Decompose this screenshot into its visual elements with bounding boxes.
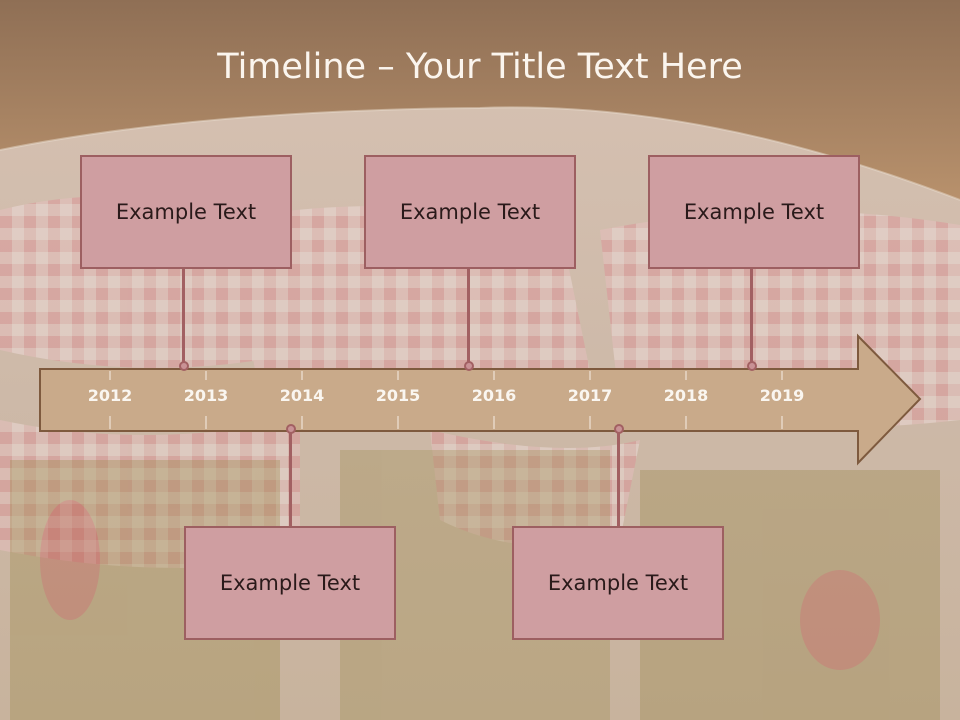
- event-marker-dot: [286, 424, 296, 434]
- event-box-bottom-2[interactable]: Example Text: [512, 526, 724, 640]
- event-marker-dot: [179, 361, 189, 371]
- event-box-top-3[interactable]: Example Text: [648, 155, 860, 269]
- event-connector: [289, 430, 292, 528]
- event-connector: [467, 268, 470, 366]
- year-label-2017: 2017: [567, 386, 613, 405]
- event-connector: [617, 430, 620, 528]
- year-label-2015: 2015: [375, 386, 421, 405]
- event-marker-dot: [747, 361, 757, 371]
- year-label-2018: 2018: [663, 386, 709, 405]
- event-connector: [182, 268, 185, 366]
- timeline-ticks: [109, 371, 783, 429]
- event-marker-dot: [614, 424, 624, 434]
- slide-title: Timeline – Your Title Text Here: [217, 47, 743, 87]
- year-label-2019: 2019: [759, 386, 805, 405]
- event-box-bottom-1[interactable]: Example Text: [184, 526, 396, 640]
- year-label-2012: 2012: [87, 386, 133, 405]
- timeline-arrow: [39, 333, 922, 466]
- event-box-top-1[interactable]: Example Text: [80, 155, 292, 269]
- event-connector: [750, 268, 753, 366]
- year-label-2013: 2013: [183, 386, 229, 405]
- jar-body-illustration: [10, 450, 940, 720]
- event-marker-dot: [464, 361, 474, 371]
- event-box-top-2[interactable]: Example Text: [364, 155, 576, 269]
- year-label-2016: 2016: [471, 386, 517, 405]
- year-label-2014: 2014: [279, 386, 325, 405]
